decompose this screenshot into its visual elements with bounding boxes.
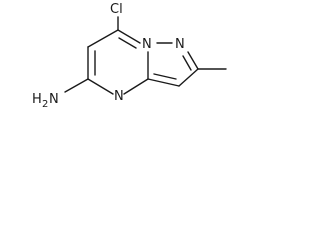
bond-c7-c6 (87, 29, 119, 48)
amine-n-label: N (49, 92, 59, 107)
bond-c5-nh2 (64, 78, 89, 93)
bridgehead-nitrogen-label: N (142, 37, 152, 52)
bond-c3-c3a (147, 78, 180, 87)
bond-c7-n-bridge-double (117, 29, 141, 44)
bond-c2-c3 (178, 68, 199, 87)
bond-n4-c3a (123, 78, 149, 95)
amine-h-label: H (32, 92, 42, 107)
bond-n2-c2-inner (182, 55, 192, 71)
bond-c3-c3a-inner (153, 73, 177, 80)
structure-diagram: Cl N N N H 2 N (32, 2, 227, 110)
pyrazole-nitrogen-label: N (175, 37, 185, 52)
bond-c7-n-bridge-inner (118, 37, 137, 49)
bond-n2-c2-double (187, 51, 199, 70)
amine-h-subscript: 2 (42, 99, 48, 110)
pyrimidine-nitrogen-label: N (114, 89, 124, 104)
chlorine-label: Cl (110, 2, 123, 17)
bond-c5-n4 (87, 78, 114, 95)
molecule-canvas: Cl N N N H 2 N (0, 0, 232, 140)
